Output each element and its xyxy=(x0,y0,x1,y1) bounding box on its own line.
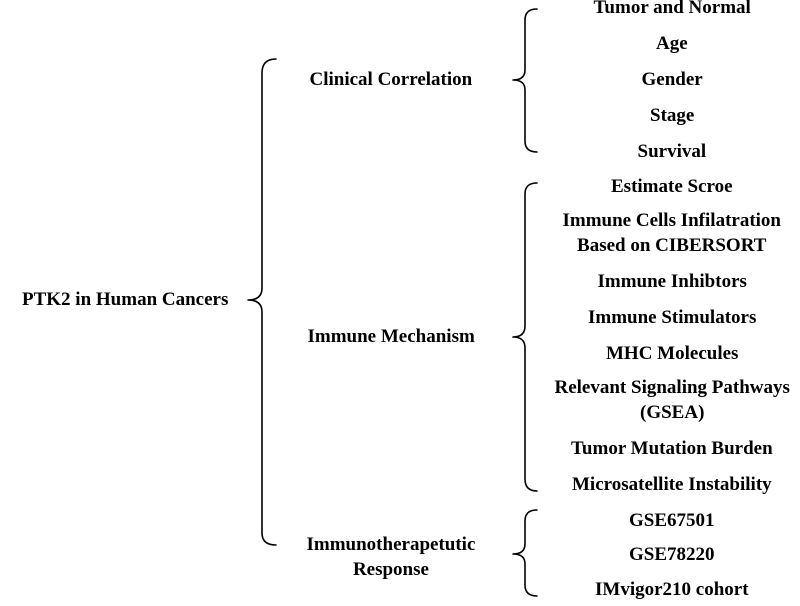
leaf-node-line: MHC Molecules xyxy=(606,343,739,364)
leaf-node-line: Estimate Scroe xyxy=(611,176,733,197)
leaf-node-line: GSE78220 xyxy=(629,544,715,565)
leaf-node-line: IMvigor210 cohort xyxy=(595,579,749,600)
leaf-node-line: Gender xyxy=(641,69,703,90)
leaf-node: Age xyxy=(656,33,688,55)
leaf-node-line: Age xyxy=(656,33,688,54)
leaf-node: Gender xyxy=(642,69,703,91)
leaf-node-line: Relevant Signaling Pathways xyxy=(554,377,790,398)
immune-brace xyxy=(512,182,538,492)
leaf-node: Tumor and Normal xyxy=(594,0,751,19)
leaf-node: GSE78220 xyxy=(629,544,715,566)
leaf-node-line: Tumor and Normal xyxy=(593,0,751,18)
leaf-node-line: Microsatellite Instability xyxy=(572,474,772,495)
leaf-node: Relevant Signaling Pathways (GSEA) xyxy=(555,375,790,425)
leaf-node-line: Immune Inhibtors xyxy=(597,271,747,292)
clinical-brace xyxy=(512,8,538,153)
leaf-node: IMvigor210 cohort xyxy=(595,579,749,601)
leaf-node: Tumor Mutation Burden xyxy=(571,438,773,460)
leaf-node: Survival xyxy=(638,141,707,163)
root-node: PTK2 in Human Cancers xyxy=(22,289,229,310)
leaf-node-line: Stage xyxy=(650,105,695,126)
branch-node-line: Response xyxy=(352,559,429,580)
leaf-node: Stage xyxy=(650,105,694,127)
leaf-node-line: Immune Stimulators xyxy=(588,307,757,328)
leaf-node-line: (GSEA) xyxy=(640,402,705,423)
branch-node-line: Immunotherapetutic xyxy=(306,534,476,555)
leaf-node: MHC Molecules xyxy=(606,343,738,365)
leaf-node: GSE67501 xyxy=(629,510,715,532)
leaf-node: Immune Inhibtors xyxy=(598,271,747,293)
leaf-node: Microsatellite Instability xyxy=(572,474,772,496)
leaf-node-line: Based on CIBERSORT xyxy=(577,235,767,256)
branch-node-line: Clinical Correlation xyxy=(309,69,473,90)
leaf-node-line: Tumor Mutation Burden xyxy=(571,438,773,459)
root-brace xyxy=(247,58,277,546)
response-brace xyxy=(512,509,538,597)
leaf-node: Immune Stimulators xyxy=(588,307,756,329)
leaf-node: Estimate Scroe xyxy=(611,176,733,198)
leaf-node-line: GSE67501 xyxy=(629,510,715,531)
branch-node: Clinical Correlation xyxy=(310,69,473,91)
leaf-node-line: Immune Cells Infilatration xyxy=(562,210,782,231)
leaf-node-line: Survival xyxy=(637,141,707,162)
branch-node: Immune Mechanism xyxy=(308,326,475,348)
branch-node-line: Immune Mechanism xyxy=(307,326,475,347)
